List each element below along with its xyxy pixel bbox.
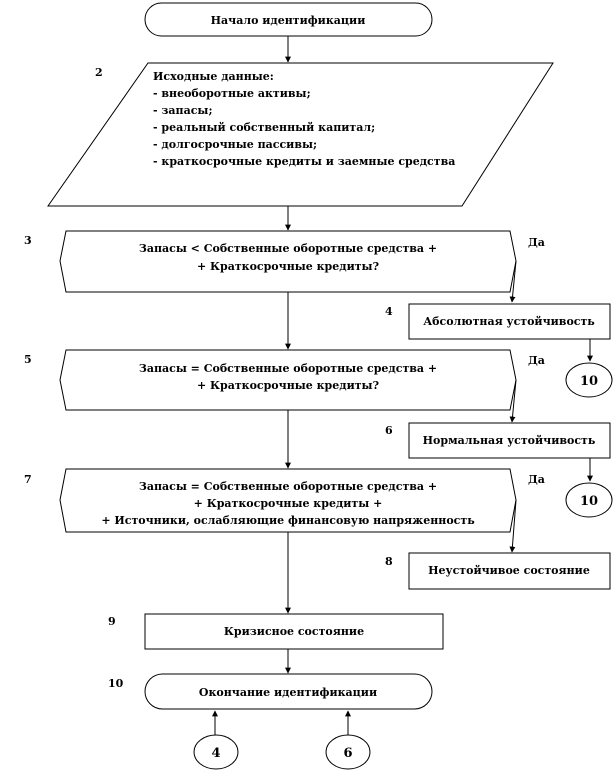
condition-5-line-2: + Краткосрочные кредиты? [197, 379, 379, 392]
condition-block-7: Запасы = Собственные оборотные средства … [59, 468, 517, 533]
connector-to-end-1-label: 10 [580, 374, 598, 389]
result-6-label: Нормальная устойчивость [423, 434, 596, 447]
end-label: Окончание идентификации [199, 686, 377, 699]
result-block-4: Абсолютная устойчивость [408, 303, 611, 340]
connector-from-6-label: 6 [343, 746, 352, 761]
end-terminator: Окончание идентификации [144, 673, 433, 710]
yes-label-7: Да [528, 473, 545, 486]
result-4-label: Абсолютная устойчивость [423, 315, 595, 328]
connector-from-4: 4 [193, 734, 239, 770]
condition-block-5: Запасы = Собственные оборотные средства … [59, 349, 517, 411]
condition-5-line-1: Запасы = Собственные оборотные средства … [139, 362, 437, 375]
input-data-title: Исходные данные: [153, 70, 274, 83]
step-number-9: 9 [108, 615, 116, 628]
yes-label-5: Да [528, 354, 545, 367]
input-item-4: - долгосрочные пассивы; [153, 138, 317, 151]
condition-3-line-2: + Краткосрочные кредиты? [197, 260, 379, 273]
connector-to-end-2-label: 10 [580, 494, 598, 509]
step-number-3: 3 [24, 234, 32, 247]
connector-to-end-2: 10 [565, 482, 613, 518]
input-item-1: - внеоборотные активы; [153, 87, 311, 100]
step-number-7: 7 [24, 473, 32, 486]
result-block-8: Неустойчивое состояние [408, 552, 611, 590]
input-item-3: - реальный собственный капитал; [153, 121, 375, 134]
step-number-2: 2 [95, 66, 103, 79]
connector-from-6: 6 [325, 734, 371, 770]
start-label: Начало идентификации [211, 14, 366, 27]
input-item-2: - запасы; [153, 104, 213, 117]
input-item-5: - краткосрочные кредиты и заемные средст… [153, 155, 455, 168]
connector-from-4-label: 4 [211, 746, 220, 761]
condition-3-line-1: Запасы < Собственные оборотные средства … [139, 242, 437, 255]
condition-block-3: Запасы < Собственные оборотные средства … [59, 230, 517, 293]
yes-label-3: Да [528, 236, 545, 249]
step-number-6: 6 [385, 424, 393, 437]
condition-7-line-1: Запасы = Собственные оборотные средства … [139, 480, 437, 493]
step-number-4: 4 [385, 305, 393, 318]
result-8-label: Неустойчивое состояние [428, 564, 590, 577]
step-number-5: 5 [24, 353, 32, 366]
result-block-6: Нормальная устойчивость [408, 422, 611, 459]
start-terminator: Начало идентификации [144, 2, 433, 37]
step-number-10: 10 [108, 677, 124, 690]
condition-7-line-3: + Источники, ослабляющие финансовую напр… [101, 514, 475, 527]
result-block-9: Кризисное состояние [144, 613, 444, 650]
result-9-label: Кризисное состояние [224, 625, 364, 638]
input-data-block: Исходные данные: - внеоборотные активы; … [47, 62, 554, 207]
connector-to-end-1: 10 [565, 362, 613, 398]
condition-7-line-2: + Краткосрочные кредиты + [194, 497, 383, 510]
step-number-8: 8 [385, 555, 393, 568]
